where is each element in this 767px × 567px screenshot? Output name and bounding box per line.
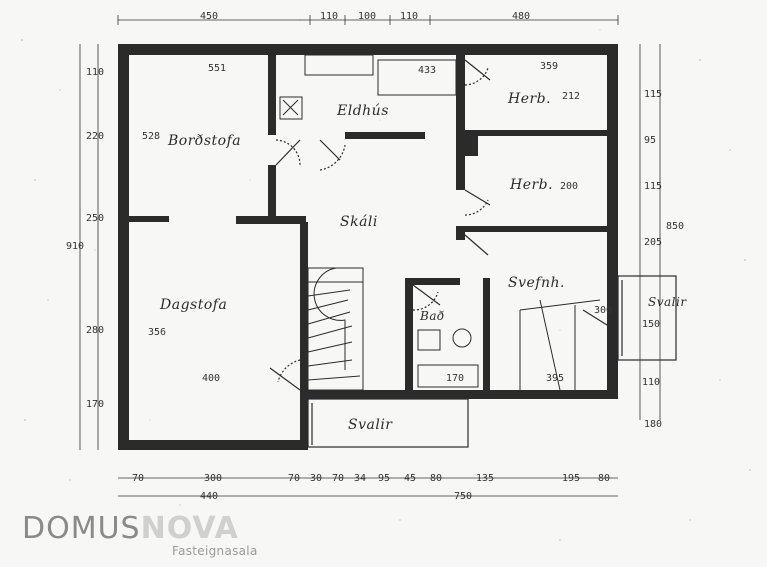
dim-top-2: 100 bbox=[358, 11, 377, 22]
room-label-svefnh: Svefnh. bbox=[508, 275, 565, 291]
room-dim-herb1-width: 359 bbox=[540, 61, 559, 72]
dim-top-0: 450 bbox=[200, 11, 219, 22]
wardrobe bbox=[519, 299, 601, 391]
room-dim-eldhus-width: 433 bbox=[418, 65, 437, 76]
logo-wordmark: DOMUSNOVA bbox=[22, 514, 239, 544]
logo-part-nova: NOVA bbox=[140, 511, 239, 546]
dim-bottom-3: 30 bbox=[310, 473, 323, 484]
room-dim-dagstofa-area: 356 bbox=[148, 327, 167, 338]
dim-right-6: 110 bbox=[642, 377, 661, 388]
dim-right-5: 150 bbox=[642, 319, 661, 330]
dim-left-4: 280 bbox=[86, 325, 105, 336]
room-dim-svefnh-width: 395 bbox=[546, 373, 565, 384]
dim-right-4: 205 bbox=[644, 237, 663, 248]
room-dim-svefnh-area: 300 bbox=[594, 305, 613, 316]
dim-left-total: 910 bbox=[66, 241, 85, 252]
dim-right-1: 95 bbox=[644, 135, 657, 146]
dim-total-left: 440 bbox=[200, 491, 219, 502]
dim-bottom-8: 80 bbox=[430, 473, 443, 484]
dim-bottom-0: 70 bbox=[132, 473, 145, 484]
room-label-herb-2: Herb. bbox=[510, 177, 554, 193]
room-label-svalir-bottom: Svalir bbox=[348, 417, 393, 433]
room-label-svalir-right: Svalir bbox=[648, 295, 687, 309]
walls bbox=[118, 44, 618, 450]
dim-left-1: 220 bbox=[86, 131, 105, 142]
dim-top-3: 110 bbox=[400, 11, 419, 22]
room-dim-dagstofa-width: 400 bbox=[202, 373, 221, 384]
dim-top-4: 480 bbox=[512, 11, 531, 22]
room-label-bordstofa: Borðstofa bbox=[168, 133, 242, 149]
dimension-lines bbox=[79, 15, 661, 497]
logo-tagline: Fasteignasala bbox=[172, 544, 258, 558]
dim-bottom-1: 300 bbox=[204, 473, 223, 484]
dim-right-7: 180 bbox=[644, 419, 663, 430]
logo-part-domus: DOMUS bbox=[22, 511, 141, 546]
dim-bottom-9: 135 bbox=[476, 473, 495, 484]
dim-right-2: 115 bbox=[644, 181, 663, 192]
room-label-bad: Bað bbox=[420, 309, 445, 323]
dim-bottom-11: 80 bbox=[598, 473, 611, 484]
dim-left-0: 110 bbox=[86, 67, 105, 78]
dim-bottom-6: 95 bbox=[378, 473, 391, 484]
kitchen-fixtures bbox=[279, 54, 457, 120]
dim-total-width: 750 bbox=[454, 491, 473, 502]
paper-speckle bbox=[21, 14, 751, 541]
dim-left-5: 170 bbox=[86, 399, 105, 410]
dim-bottom-4: 70 bbox=[332, 473, 345, 484]
agency-logo: DOMUSNOVA Fasteignasala bbox=[22, 512, 282, 560]
dim-left-2: 250 bbox=[86, 213, 105, 224]
room-dim-herb2-area: 200 bbox=[560, 181, 579, 192]
balcony-bottom bbox=[307, 398, 469, 448]
dim-bottom-5: 34 bbox=[354, 473, 367, 484]
dim-bottom-10: 195 bbox=[562, 473, 581, 484]
room-label-eldhus: Eldhús bbox=[337, 103, 389, 119]
balcony-right bbox=[617, 275, 677, 361]
dim-bottom-7: 45 bbox=[404, 473, 417, 484]
room-label-herb-1: Herb. bbox=[508, 91, 552, 107]
room-dim-bad-width: 170 bbox=[446, 373, 465, 384]
room-dim-herb1-area: 212 bbox=[562, 91, 581, 102]
staircase bbox=[307, 267, 364, 391]
room-dim-bordstofa-area: 528 bbox=[142, 131, 161, 142]
room-dim-bordstofa-width: 551 bbox=[208, 63, 227, 74]
bathroom-fixtures bbox=[417, 328, 479, 388]
door-swings bbox=[269, 59, 608, 391]
room-label-dagstofa: Dagstofa bbox=[160, 297, 228, 313]
dim-right-total: 850 bbox=[666, 221, 685, 232]
dim-top-1: 110 bbox=[320, 11, 339, 22]
room-label-skali: Skáli bbox=[340, 214, 378, 230]
dim-right-0: 115 bbox=[644, 89, 663, 100]
dim-bottom-2: 70 bbox=[288, 473, 301, 484]
